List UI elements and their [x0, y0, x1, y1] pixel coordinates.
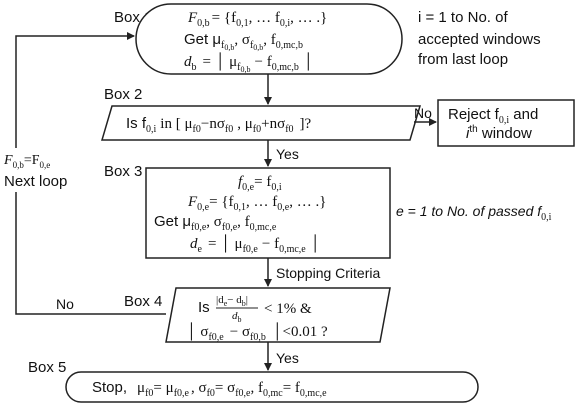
box1-line2: Get μf0,b, σf0,b, f0,mc,b [184, 31, 303, 52]
box5-shape [65, 371, 479, 403]
box1-note-line3: from last loop [418, 51, 508, 68]
box5-content: Stop,μf0= μf0,e, σf0= σf0,e, f0,mc= f0,m… [92, 379, 327, 399]
box1-line1: F0,b= {f0,1, … f0,i, … .} [187, 10, 327, 29]
box3-line2: F0,e= {f0,1, … f0,e, … .} [187, 194, 326, 213]
box4-title: Box 4 [124, 293, 162, 310]
loop-next-label: Next loop [4, 173, 67, 190]
box3-shape [145, 167, 391, 259]
box5-title: Box 5 [28, 359, 66, 376]
box3-line1: f0,e= f0,i [238, 174, 282, 193]
box3-title: Box 3 [104, 163, 142, 180]
box3-note: e = 1 to No. of passed f0,i [396, 203, 552, 223]
box2-no-label: No [414, 105, 432, 121]
box4-numerator: |de− db| [216, 294, 248, 308]
box4-condition1: < 1% & [264, 301, 312, 317]
box1-note-line1: i = 1 to No. of [418, 9, 508, 26]
box3-line3: Get μf0,e, σf0,e, f0,mc,e [154, 213, 277, 233]
reject-box [437, 99, 575, 147]
box2-yes-label: Yes [276, 146, 299, 162]
reject-line1: Reject f0,i and [448, 106, 538, 126]
box4-is: Is [198, 299, 210, 316]
box4-condition2: │ σf0,e− σf0,b│<0.01 ? [186, 322, 328, 343]
box1-note-line2: accepted windows [418, 31, 541, 48]
box1-line3: db= │ μf0,b− f0,mc,b│ [184, 52, 314, 74]
box4-yes-label: Yes [276, 350, 299, 366]
box4-shape [165, 287, 391, 343]
stopping-criteria-label: Stopping Criteria [276, 265, 380, 281]
reject-line2: ith window [466, 124, 532, 142]
box2-title: Box 2 [104, 86, 142, 103]
box2-shape [100, 105, 422, 141]
loop-equation: F0,b=F0,e [3, 153, 50, 170]
box4-no-label: No [56, 296, 74, 312]
box1-shape [135, 3, 403, 75]
box3-line4: de= │ μf0,e− f0,mc,e│ [190, 234, 320, 255]
loop-label-bg [2, 148, 98, 192]
box4-denominator: db [232, 310, 242, 324]
